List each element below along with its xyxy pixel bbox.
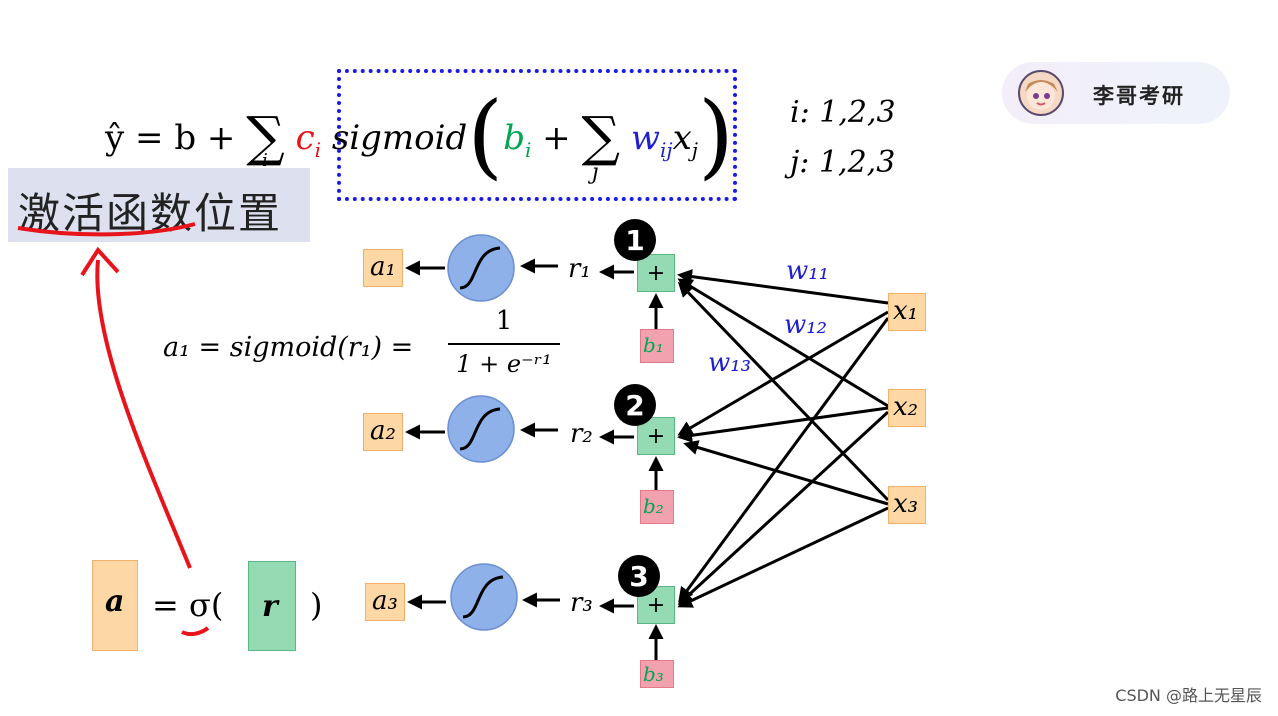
w-ij: w [630, 118, 660, 158]
bias-label-3: b₃ [643, 662, 664, 686]
neuron-number-2: 2 [614, 384, 656, 426]
vector-a-label: a [105, 584, 125, 619]
red-arrow-head [80, 246, 120, 277]
watermark: CSDN @路上无星辰 [1115, 686, 1262, 705]
sigmoid-eq-numerator: 1 [495, 306, 513, 336]
sigmoid-highlight-box [337, 69, 737, 201]
plus: + [542, 118, 571, 158]
sum-j: ∑ [581, 105, 621, 168]
x-sub: j [691, 137, 698, 162]
bias-node-2 [640, 490, 674, 524]
output-label-a3: a₃ [372, 586, 398, 616]
output-label-a1: a₁ [370, 252, 396, 282]
output-label-a2: a₂ [370, 416, 396, 446]
sigmoid-node-1 [447, 234, 515, 302]
neuron-number-1: 1 [614, 219, 656, 261]
b-sub: i [524, 137, 532, 162]
red-arrow-curve [95, 259, 192, 569]
main-formula: ŷ = b + ∑ ci sigmoid(bi + ∑ wijxj) [105, 82, 734, 189]
input-label-x1: x₁ [893, 296, 919, 326]
range-j: j: 1,2,3 [790, 145, 896, 180]
weight-label-w12: w₁₂ [784, 310, 828, 340]
sigmoid-eq-lhs: a₁ = sigmoid(r₁) = [163, 332, 414, 363]
sum-node-1: + [637, 254, 675, 292]
r1-label: r₁ [568, 254, 591, 284]
input-node-x2 [888, 389, 926, 427]
yhat: ŷ [105, 118, 125, 158]
output-node-a1 [363, 249, 403, 287]
fraction-bar [448, 343, 560, 345]
output-node-a3 [365, 583, 405, 621]
input-label-x3: x₃ [893, 489, 919, 519]
bias-label-1: b₁ [643, 333, 664, 357]
vector-eq-sigma: = σ( [152, 586, 224, 624]
sigmoid-node-3 [450, 563, 518, 631]
badge-text: 李哥考研 [1093, 84, 1185, 108]
sigmoid-node-2 [447, 395, 515, 463]
r3-label: r₃ [570, 588, 593, 618]
r2-label: r₂ [570, 419, 593, 449]
bias-node-1 [640, 329, 674, 363]
eq-b: = b + [135, 118, 236, 158]
activation-label: 激活函数位置 [18, 189, 283, 238]
b-i: b [503, 118, 525, 158]
vector-r-box [248, 561, 296, 651]
vector-a-box [92, 560, 138, 651]
neuron-number-3: 3 [618, 555, 660, 597]
input-node-x3 [888, 486, 926, 524]
sum-i-index: i [262, 150, 268, 171]
red-underline-sigma [181, 626, 210, 637]
w-sub: ij [659, 137, 673, 162]
x-j: x [672, 118, 692, 158]
range-i: i: 1,2,3 [790, 95, 896, 130]
bias-node-3 [640, 660, 674, 688]
input-label-x2: x₂ [893, 392, 919, 422]
avatar [1018, 70, 1064, 116]
sigmoid-eq-denominator: 1 + e⁻ʳ¹ [456, 350, 552, 378]
sigmoid-word: sigmoid [331, 118, 468, 158]
weight-label-w13: w₁₃ [708, 348, 752, 378]
flow-arrows [405, 258, 664, 660]
c-i: c [295, 118, 315, 158]
sum-i: ∑ [246, 105, 285, 168]
weight-label-w11: w₁₁ [786, 256, 830, 286]
vector-r-label: r [262, 589, 278, 624]
c-sub: i [314, 137, 322, 162]
bias-label-2: b₂ [643, 494, 664, 518]
weight-edges [677, 269, 890, 608]
red-underline-label [17, 222, 196, 237]
output-node-a2 [363, 413, 403, 451]
sum-j-index: j [592, 160, 599, 185]
input-node-x1 [888, 293, 926, 331]
vector-eq-close: ) [310, 586, 323, 624]
